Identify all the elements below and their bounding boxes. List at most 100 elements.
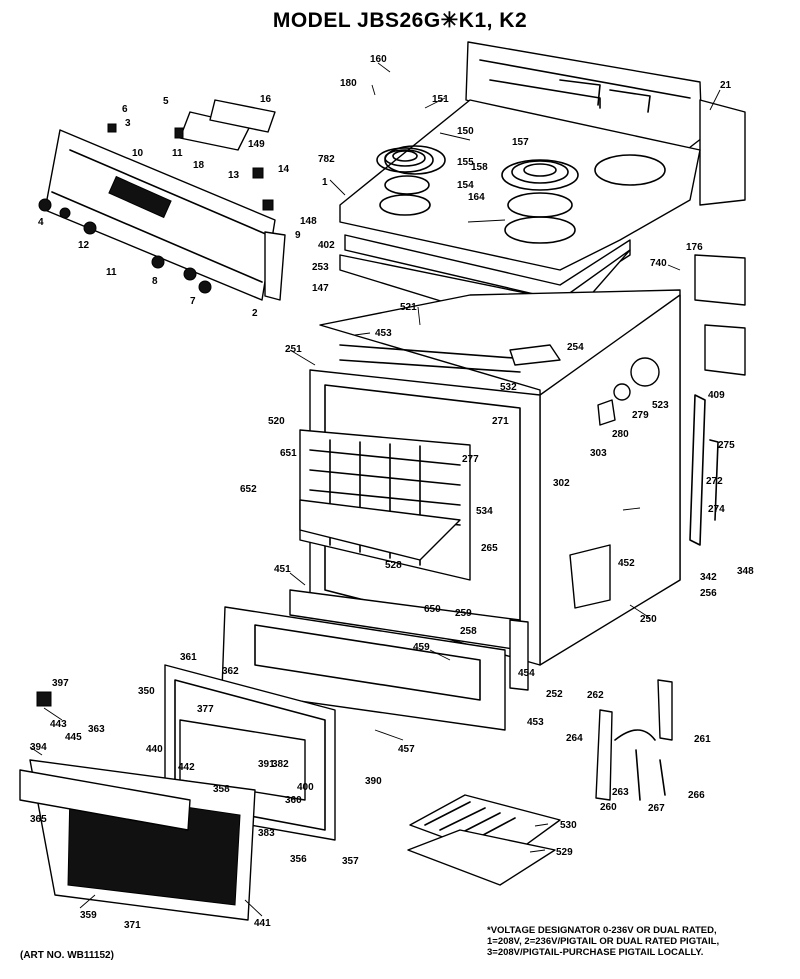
surface-burners <box>376 147 579 244</box>
part-label: 391 <box>258 759 275 770</box>
part-label: 357 <box>342 856 359 867</box>
part-label: 521 <box>400 302 417 313</box>
part-label: 453 <box>375 328 392 339</box>
part-label: 279 <box>632 410 649 421</box>
door-glass <box>19 691 256 921</box>
part-label: 520 <box>268 416 285 427</box>
part-label: 397 <box>52 678 69 689</box>
part-label: 534 <box>476 506 493 517</box>
door-hinge-parts <box>509 619 673 801</box>
part-label: 151 <box>432 94 449 105</box>
part-label: 382 <box>272 759 289 770</box>
part-label: 148 <box>300 216 317 227</box>
part-label: 259 <box>455 608 472 619</box>
part-label: 6 <box>122 104 128 115</box>
part-label: 740 <box>650 258 667 269</box>
part-label: 11 <box>172 148 183 159</box>
part-label: 377 <box>197 704 214 715</box>
part-label: 440 <box>146 744 163 755</box>
part-label: 260 <box>600 802 617 813</box>
part-label: 264 <box>566 733 583 744</box>
part-label: 14 <box>278 164 290 175</box>
part-label: 651 <box>280 448 297 459</box>
part-label: 11 <box>106 267 117 278</box>
part-label: 363 <box>88 724 105 735</box>
part-label: 348 <box>737 566 754 577</box>
part-label: 532 <box>500 382 517 393</box>
part-label: 18 <box>193 160 205 171</box>
part-label: 261 <box>694 734 711 745</box>
part-label: 365 <box>30 814 47 825</box>
part-label: 5 <box>163 96 169 107</box>
part-label: 176 <box>686 242 703 253</box>
part-label: 253 <box>312 262 329 273</box>
part-label: 356 <box>290 854 307 865</box>
part-label: 358 <box>213 784 230 795</box>
part-label: 10 <box>132 148 144 159</box>
part-label: 451 <box>274 564 291 575</box>
part-label: 652 <box>240 484 257 495</box>
part-label: 371 <box>124 920 141 931</box>
part-label: 441 <box>254 918 271 929</box>
part-label: 383 <box>258 828 275 839</box>
part-label: 2 <box>252 308 258 319</box>
control-panel <box>38 99 286 301</box>
part-label: 150 <box>457 126 474 137</box>
part-label: 149 <box>248 139 265 150</box>
part-label: 275 <box>718 440 735 451</box>
leader-lines <box>29 62 721 917</box>
part-number-labels: 160 180 151 16 21 6 5 3 10 11 149 150 15… <box>30 54 754 931</box>
part-label: 528 <box>385 560 402 571</box>
part-label: 271 <box>492 416 509 427</box>
part-label: 155 <box>457 157 474 168</box>
part-label: 267 <box>648 803 665 814</box>
part-label: 302 <box>553 478 570 489</box>
part-label: 303 <box>590 448 607 459</box>
part-label: 252 <box>546 689 563 700</box>
part-label: 359 <box>80 910 97 921</box>
part-label: 8 <box>152 276 158 287</box>
part-label: 350 <box>138 686 155 697</box>
part-label: 277 <box>462 454 479 465</box>
part-label: 402 <box>318 240 335 251</box>
part-label: 9 <box>295 230 301 241</box>
part-label: 443 <box>50 719 67 730</box>
part-label: 272 <box>706 476 723 487</box>
part-label: 529 <box>556 847 573 858</box>
oven-racks <box>299 429 471 581</box>
note-line: 1=208V, 2=236V/PIGTAIL OR DUAL RATED PIG… <box>487 936 720 947</box>
part-label: 362 <box>222 666 239 677</box>
part-label: 530 <box>560 820 577 831</box>
part-label: 4 <box>38 217 44 228</box>
part-label: 782 <box>318 154 335 165</box>
part-label: 21 <box>720 80 732 91</box>
part-label: 180 <box>340 78 357 89</box>
part-label: 154 <box>457 180 474 191</box>
part-label: 452 <box>618 558 635 569</box>
backsplash-panel <box>465 41 746 206</box>
part-label: 160 <box>370 54 387 65</box>
part-label: 158 <box>471 162 488 173</box>
broiler-pan <box>407 794 561 886</box>
note-line: *VOLTAGE DESIGNATOR 0-236V OR DUAL RATED… <box>487 925 717 936</box>
part-label: 453 <box>527 717 544 728</box>
part-label: 454 <box>518 668 535 679</box>
part-label: 266 <box>688 790 705 801</box>
part-label: 409 <box>708 390 725 401</box>
part-label: 251 <box>285 344 302 355</box>
part-label: 13 <box>228 170 240 181</box>
part-label: 390 <box>365 776 382 787</box>
note-line: 3=208V/PIGTAIL-PURCHASE PIGTAIL LOCALLY. <box>487 947 704 958</box>
part-label: 258 <box>460 626 477 637</box>
art-number: (ART NO. WB11152) <box>20 950 114 961</box>
part-label: 400 <box>297 782 314 793</box>
part-label: 254 <box>567 342 584 353</box>
part-label: 459 <box>413 642 430 653</box>
part-label: 650 <box>424 604 441 615</box>
part-label: 394 <box>30 742 47 753</box>
part-label: 262 <box>587 690 604 701</box>
cooktop <box>339 99 701 301</box>
part-label: 445 <box>65 732 82 743</box>
part-label: 274 <box>708 504 725 515</box>
